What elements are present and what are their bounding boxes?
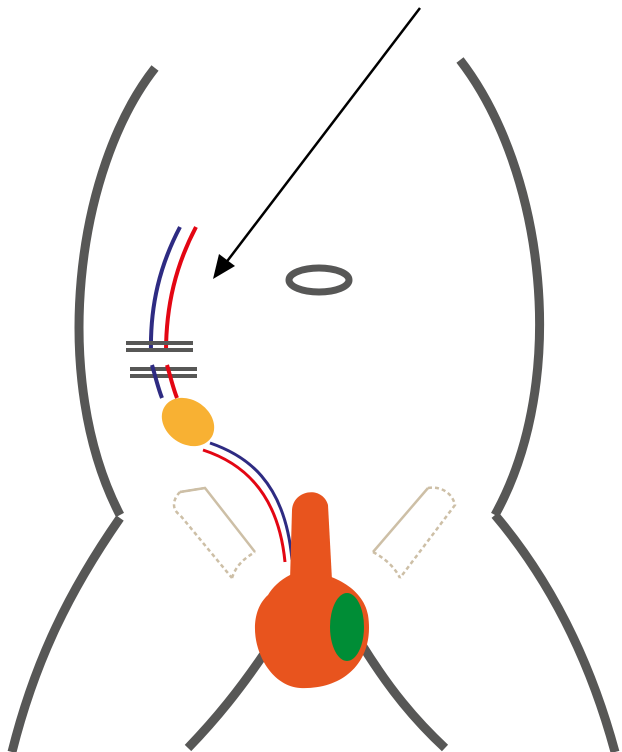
penis [290, 492, 332, 580]
navel-ring-icon [289, 268, 349, 292]
body-outline-left-leg [12, 518, 120, 752]
body-outline-right-leg [495, 515, 615, 752]
testis [330, 593, 364, 661]
pubic-bone-right [373, 488, 455, 578]
inner-thigh-left [188, 645, 270, 748]
inner-thigh-right [362, 645, 445, 748]
vessel-blue-to-testis [210, 443, 292, 560]
epididymis [152, 388, 223, 456]
body-outline-left-torso [79, 68, 155, 515]
pubic-bone-left [174, 488, 255, 578]
arrow-icon [213, 254, 235, 279]
arrow-shaft [225, 8, 420, 264]
body-outline-right-torso [460, 60, 540, 515]
vessel-red-to-testis [203, 450, 285, 562]
